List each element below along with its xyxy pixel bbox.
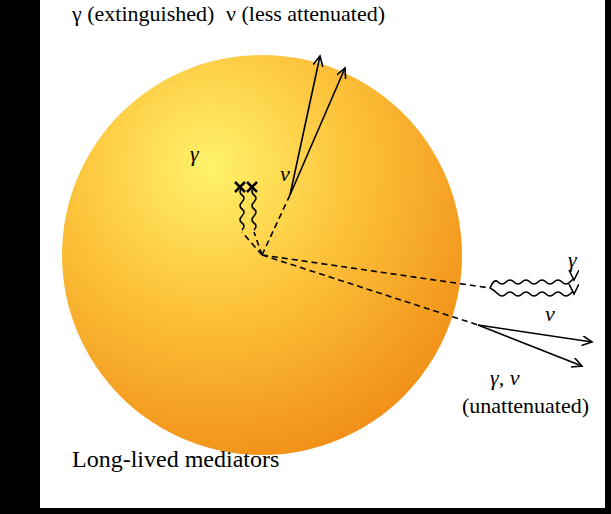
mediator-path — [242, 232, 262, 255]
photon-symbol: γ — [190, 142, 199, 166]
photon-wave — [252, 188, 256, 230]
particle-symbols: γ, ν — [490, 366, 519, 390]
mediator-path — [262, 195, 290, 255]
photon-wave — [490, 279, 574, 288]
note-label: (unattenuated) — [462, 394, 589, 418]
photon-symbol: γ — [568, 248, 577, 272]
absorption-cross — [235, 182, 257, 192]
photon-label: γ (extinguished) — [72, 2, 214, 26]
figure-label: Long-lived mediators — [72, 446, 279, 472]
neutrino-label: ν (less attenuated) — [226, 2, 385, 26]
page-ground — [40, 0, 605, 508]
neutrino-symbol: ν — [280, 162, 290, 186]
neutrino-symbol: ν — [545, 302, 555, 326]
neutrino-arrow — [478, 325, 582, 366]
neutrino-arrow — [290, 68, 345, 195]
neutrino-arrow — [290, 56, 320, 195]
mediator-path — [262, 255, 478, 325]
photon-wave — [490, 288, 574, 296]
mediator-path — [262, 255, 490, 288]
neutrino-arrow — [478, 325, 592, 342]
photon-wave — [240, 188, 244, 230]
